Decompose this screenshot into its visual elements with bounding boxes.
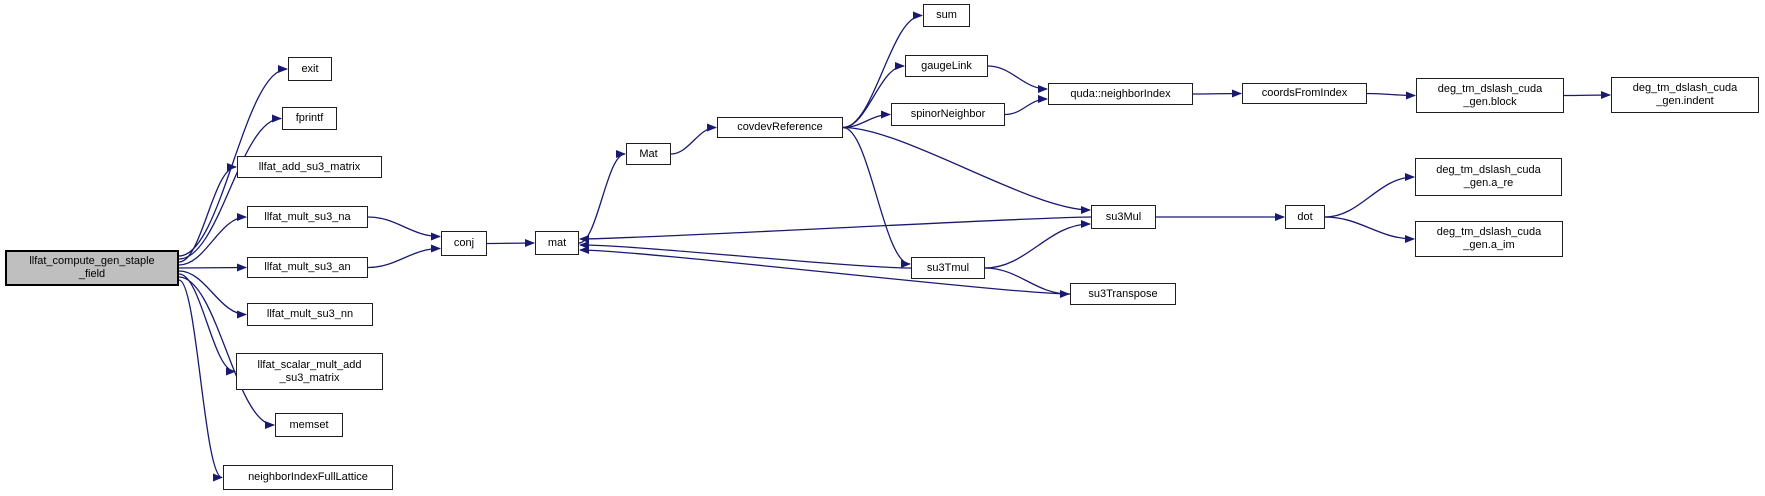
edge-llfat_compute_gen_staple_field-to-memset	[178, 276, 275, 429]
node-llfat_mult_su3_an[interactable]: llfat_mult_su3_an	[247, 257, 368, 278]
edge-llfat_compute_gen_staple_field-to-fprintf	[178, 114, 282, 260]
node-deg_tm_dslash_cuda_gen_block[interactable]: deg_tm_dslash_cuda _gen.block	[1416, 78, 1564, 113]
edge-su3Tmul-to-su3Transpose	[984, 267, 1070, 298]
node-fprintf[interactable]: fprintf	[282, 107, 337, 130]
edge-llfat_compute_gen_staple_field-to-neighborIndexFullLattice	[178, 279, 223, 482]
edge-su3Tmul-to-su3Mul	[984, 220, 1091, 269]
edge-spinorNeighbor-to-quda_neighborIndex	[1004, 95, 1048, 116]
edge-deg_tm_dslash_cuda_gen_block-to-deg_tm_dslash_cuda_gen_indent	[1563, 91, 1611, 100]
edge-covdevReference-to-su3Mul	[842, 126, 1091, 214]
edge-dot-to-deg_tm_dslash_cuda_gen_a_im	[1324, 216, 1415, 243]
node-llfat_mult_su3_na[interactable]: llfat_mult_su3_na	[247, 206, 368, 228]
node-coordsFromIndex[interactable]: coordsFromIndex	[1242, 83, 1367, 104]
node-mat[interactable]: mat	[535, 231, 579, 255]
edge-quda_neighborIndex-to-coordsFromIndex	[1192, 89, 1242, 98]
edge-llfat_compute_gen_staple_field-to-llfat_add_su3_matrix	[178, 163, 237, 263]
edge-llfat_mult_su3_an-to-conj	[367, 244, 441, 269]
node-dot[interactable]: dot	[1285, 205, 1325, 229]
node-Mat[interactable]: Mat	[626, 143, 671, 165]
node-llfat_mult_su3_nn[interactable]: llfat_mult_su3_nn	[247, 303, 373, 326]
node-neighborIndexFullLattice[interactable]: neighborIndexFullLattice	[223, 465, 393, 490]
edge-Mat-to-covdevReference	[670, 123, 717, 155]
edge-su3Mul-to-mat	[579, 216, 1092, 243]
node-su3Transpose[interactable]: su3Transpose	[1070, 283, 1176, 305]
node-llfat_add_su3_matrix[interactable]: llfat_add_su3_matrix	[237, 156, 382, 178]
node-quda_neighborIndex[interactable]: quda::neighborIndex	[1048, 83, 1193, 105]
node-exit[interactable]: exit	[288, 57, 332, 81]
edge-llfat_compute_gen_staple_field-to-llfat_mult_su3_na	[178, 213, 247, 266]
node-memset[interactable]: memset	[275, 413, 343, 437]
node-deg_tm_dslash_cuda_gen_a_re[interactable]: deg_tm_dslash_cuda _gen.a_re	[1415, 158, 1562, 196]
edge-mat-to-Mat	[578, 150, 626, 244]
node-gaugeLink[interactable]: gaugeLink	[905, 55, 988, 77]
node-sum[interactable]: sum	[923, 4, 970, 27]
node-conj[interactable]: conj	[441, 231, 487, 256]
node-su3Mul[interactable]: su3Mul	[1091, 205, 1156, 229]
edge-coordsFromIndex-to-deg_tm_dslash_cuda_gen_block	[1366, 91, 1416, 100]
node-spinorNeighbor[interactable]: spinorNeighbor	[891, 103, 1005, 126]
edge-conj-to-mat	[486, 239, 535, 248]
edge-covdevReference-to-gaugeLink	[842, 62, 905, 129]
node-llfat_scalar_mult_add_su3_matrix[interactable]: llfat_scalar_mult_add _su3_matrix	[236, 353, 383, 390]
node-llfat_compute_gen_staple_field[interactable]: llfat_compute_gen_staple _field	[5, 250, 179, 286]
node-covdevReference[interactable]: covdevReference	[717, 117, 843, 138]
edge-su3Transpose-to-mat	[579, 246, 1071, 295]
edge-llfat_mult_su3_na-to-conj	[367, 216, 441, 241]
edge-dot-to-deg_tm_dslash_cuda_gen_a_re	[1324, 173, 1415, 218]
edge-gaugeLink-to-quda_neighborIndex	[987, 65, 1048, 93]
node-deg_tm_dslash_cuda_gen_a_im[interactable]: deg_tm_dslash_cuda _gen.a_im	[1415, 221, 1563, 257]
edge-su3Tmul-to-mat	[579, 241, 912, 269]
edge-llfat_compute_gen_staple_field-to-llfat_mult_su3_an	[178, 263, 247, 272]
node-deg_tm_dslash_cuda_gen_indent[interactable]: deg_tm_dslash_cuda _gen.indent	[1611, 77, 1759, 113]
edge-llfat_compute_gen_staple_field-to-llfat_mult_su3_nn	[178, 270, 247, 319]
node-su3Tmul[interactable]: su3Tmul	[911, 257, 985, 279]
edge-llfat_compute_gen_staple_field-to-llfat_scalar_mult_add_su3_matrix	[178, 273, 236, 376]
edge-covdevReference-to-su3Tmul	[842, 126, 911, 268]
